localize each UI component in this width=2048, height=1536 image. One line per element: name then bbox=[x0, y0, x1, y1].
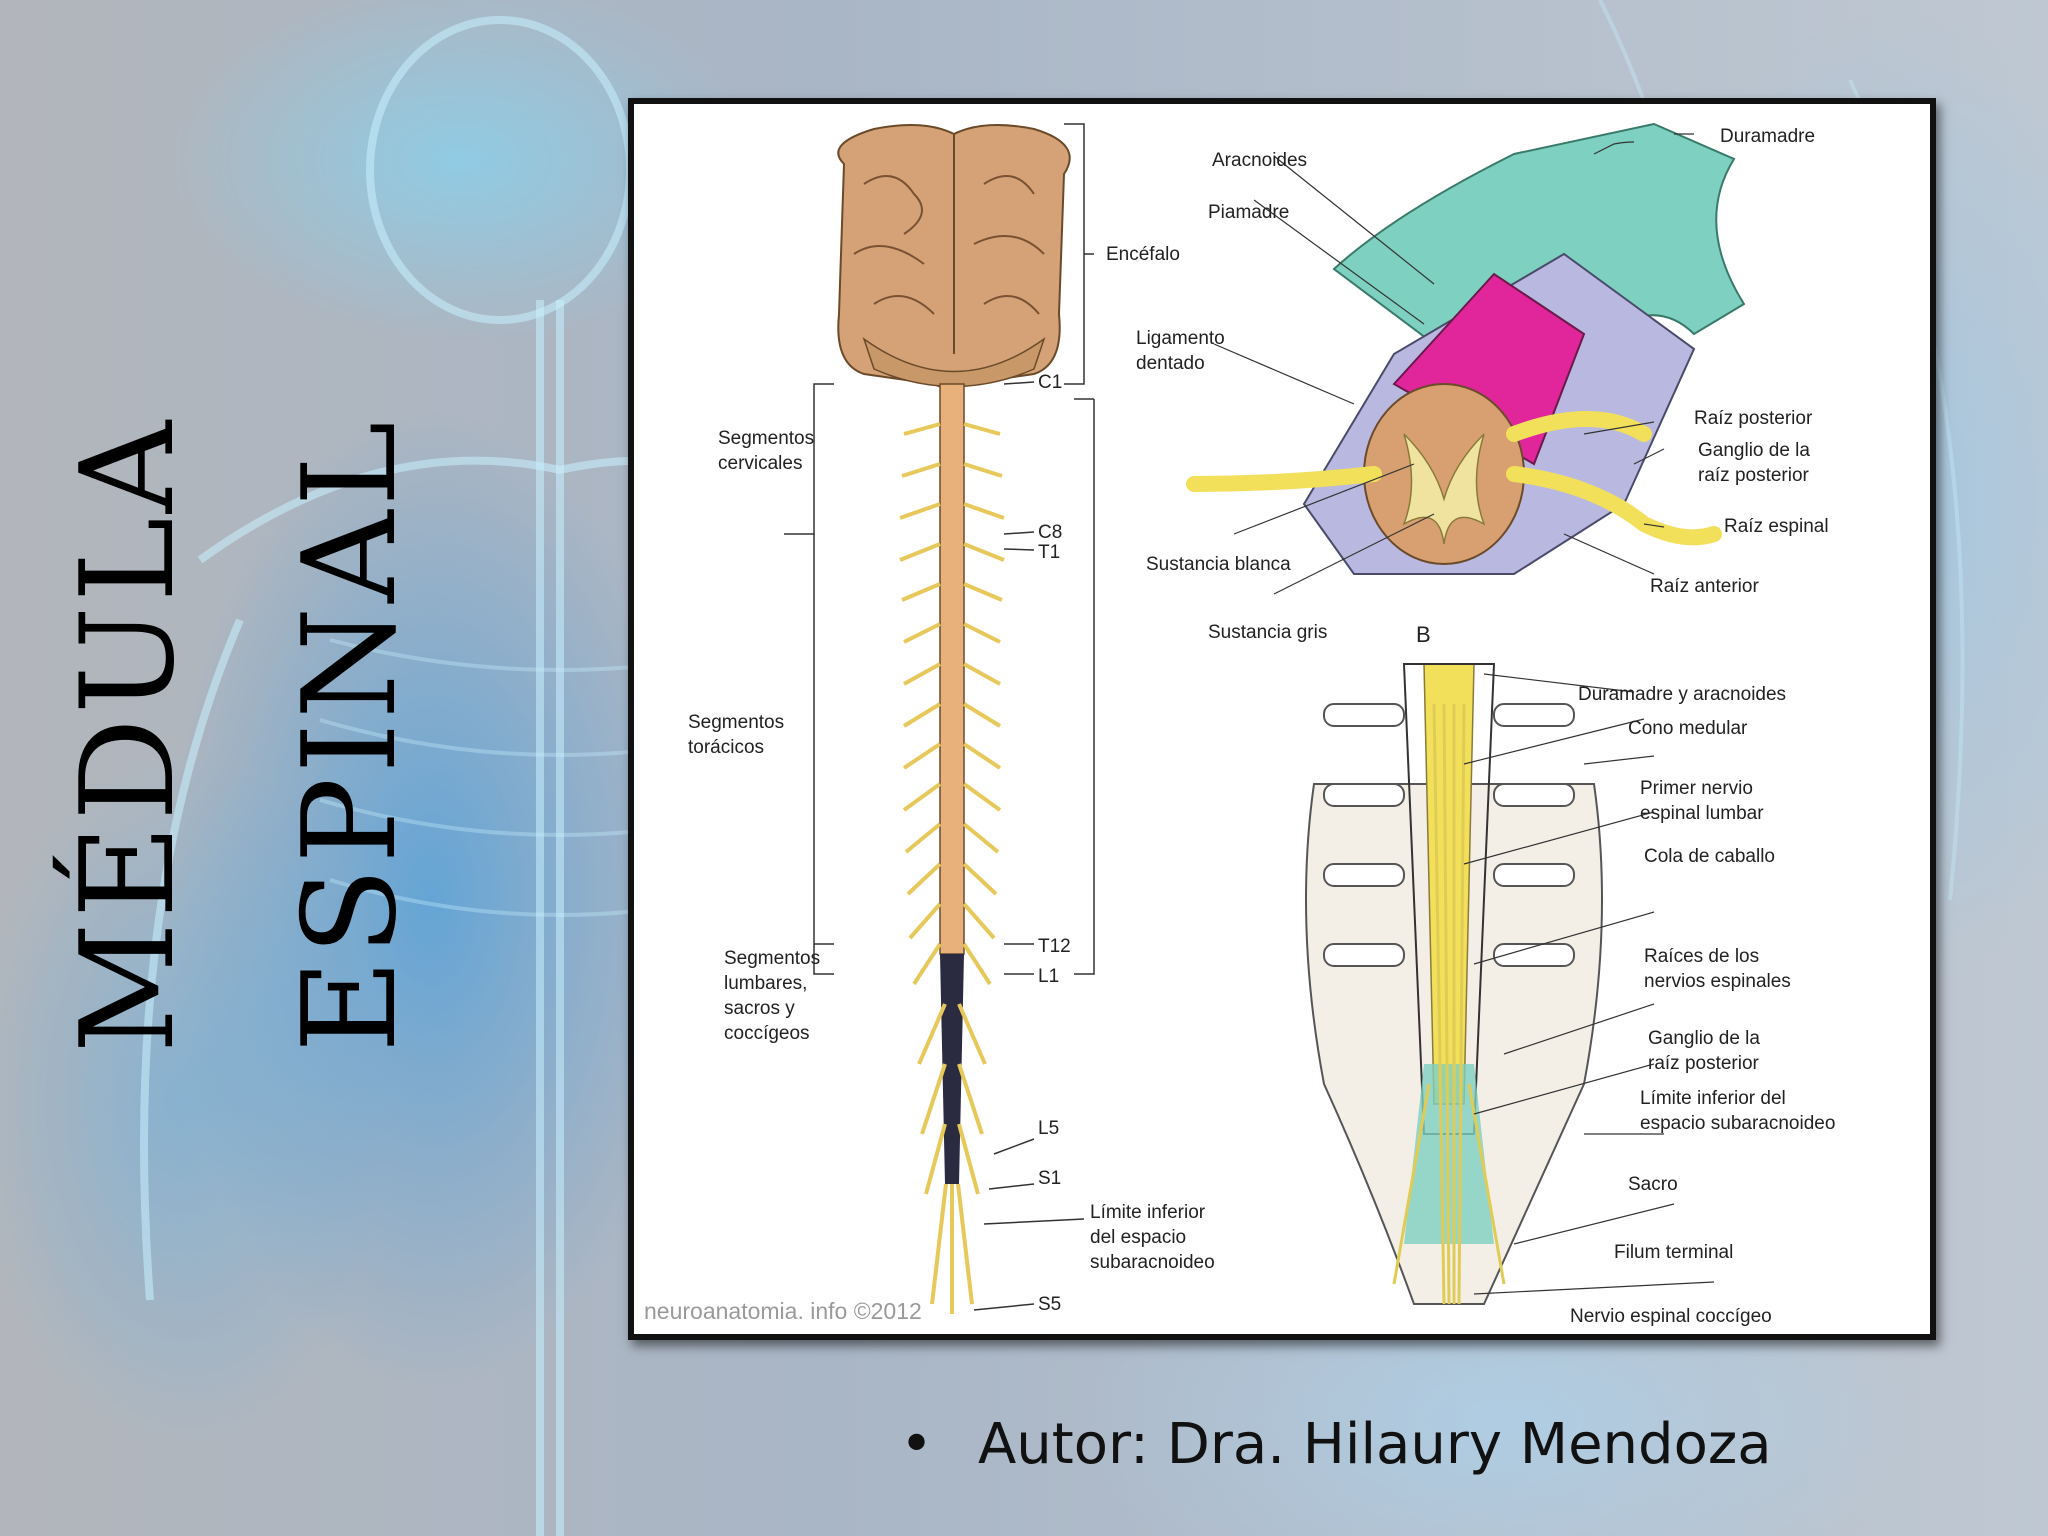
label-raiz-espinal: Raíz espinal bbox=[1724, 514, 1829, 539]
label-ganglio-raiz-posterior: Ganglio de la raíz posterior bbox=[1698, 438, 1810, 488]
label-duramadre: Duramadre bbox=[1720, 124, 1815, 149]
label-limite-inferior-2: Límite inferior del espacio subaracnoide… bbox=[1640, 1086, 1835, 1136]
label-limite-inferior: Límite inferior del espacio subaracnoide… bbox=[1090, 1200, 1215, 1275]
title-line-2: ESPINAL bbox=[240, 417, 462, 1053]
label-nervio-coccigeo: Nervio espinal coccígeo bbox=[1570, 1304, 1772, 1329]
cross-section-illustration bbox=[1194, 124, 1744, 594]
label-raiz-posterior: Raíz posterior bbox=[1694, 406, 1812, 431]
watermark: neuroanatomia. info ©2012 bbox=[644, 1298, 922, 1325]
label-ligamento-dentado: Ligamento dentado bbox=[1136, 326, 1225, 376]
label-s1: S1 bbox=[1038, 1166, 1061, 1191]
author-bullet: • bbox=[900, 1412, 933, 1477]
label-t1: T1 bbox=[1038, 540, 1060, 565]
label-segmentos-cervicales: Segmentos cervicales bbox=[718, 426, 814, 476]
label-aracnoides: Aracnoides bbox=[1212, 148, 1307, 173]
spinal-cord-figure: Encéfalo C1 Segmentos cervicales C8 T1 S… bbox=[628, 98, 1936, 1340]
label-duramadre-aracnoides: Duramadre y aracnoides bbox=[1578, 682, 1786, 707]
label-raices-nervios: Raíces de los nervios espinales bbox=[1644, 944, 1791, 994]
label-raiz-anterior: Raíz anterior bbox=[1650, 574, 1759, 599]
label-c1: C1 bbox=[1038, 370, 1062, 395]
label-panel-b: B bbox=[1416, 622, 1431, 647]
label-segmentos-toracicos: Segmentos torácicos bbox=[688, 710, 784, 760]
label-segmentos-lumbares: Segmentos lumbares, sacros y coccígeos bbox=[724, 946, 820, 1046]
label-primer-nervio: Primer nervio espinal lumbar bbox=[1640, 776, 1764, 826]
label-t12: T12 bbox=[1038, 934, 1071, 959]
label-s5: S5 bbox=[1038, 1292, 1061, 1317]
label-ganglio-raiz-posterior-2: Ganglio de la raíz posterior bbox=[1648, 1026, 1760, 1076]
label-cola-de-caballo: Cola de caballo bbox=[1644, 844, 1775, 869]
label-sacro: Sacro bbox=[1628, 1172, 1678, 1197]
label-l5: L5 bbox=[1038, 1116, 1059, 1141]
label-cono-medular: Cono medular bbox=[1628, 716, 1747, 741]
label-encefalo: Encéfalo bbox=[1106, 242, 1180, 267]
title-line-1: MÉDULA bbox=[18, 417, 240, 1053]
label-sustancia-blanca: Sustancia blanca bbox=[1146, 552, 1291, 577]
label-l1: L1 bbox=[1038, 964, 1059, 989]
label-piamadre: Piamadre bbox=[1208, 200, 1289, 225]
label-sustancia-gris: Sustancia gris bbox=[1208, 620, 1327, 645]
author-byline: Autor: Dra. Hilaury Mendoza bbox=[978, 1412, 1772, 1477]
label-filum-terminal: Filum terminal bbox=[1614, 1240, 1733, 1265]
